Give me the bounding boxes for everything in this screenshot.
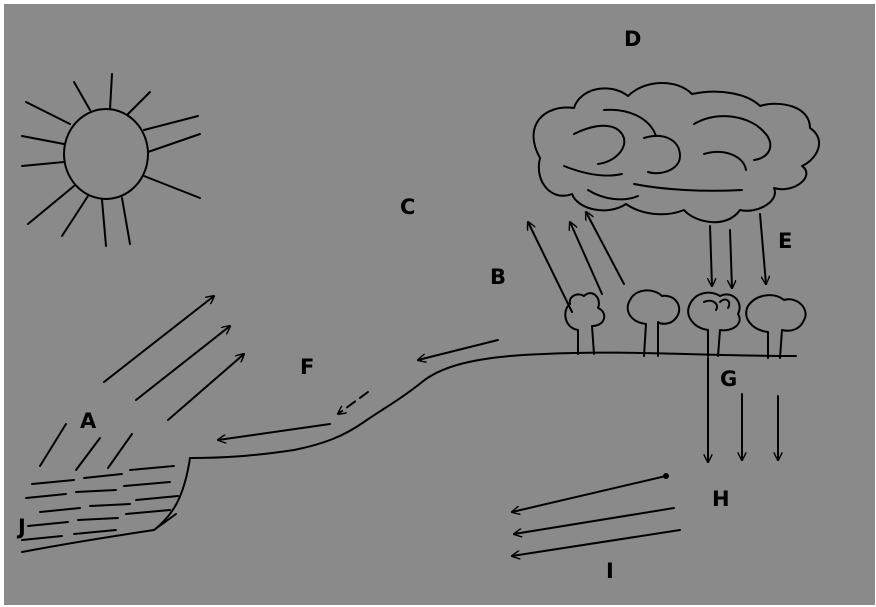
label-e: E: [778, 229, 792, 253]
label-g: G: [720, 367, 737, 391]
label-f: F: [300, 355, 314, 379]
label-d: D: [624, 27, 641, 51]
label-a: A: [80, 409, 97, 433]
diagram-background: [4, 4, 875, 605]
diagram-canvas: A B C D E F G H I J: [4, 4, 875, 605]
label-b: B: [490, 265, 506, 289]
label-c: C: [400, 195, 415, 219]
label-i: I: [606, 559, 614, 583]
label-h: H: [712, 487, 730, 511]
label-j: J: [16, 515, 26, 539]
